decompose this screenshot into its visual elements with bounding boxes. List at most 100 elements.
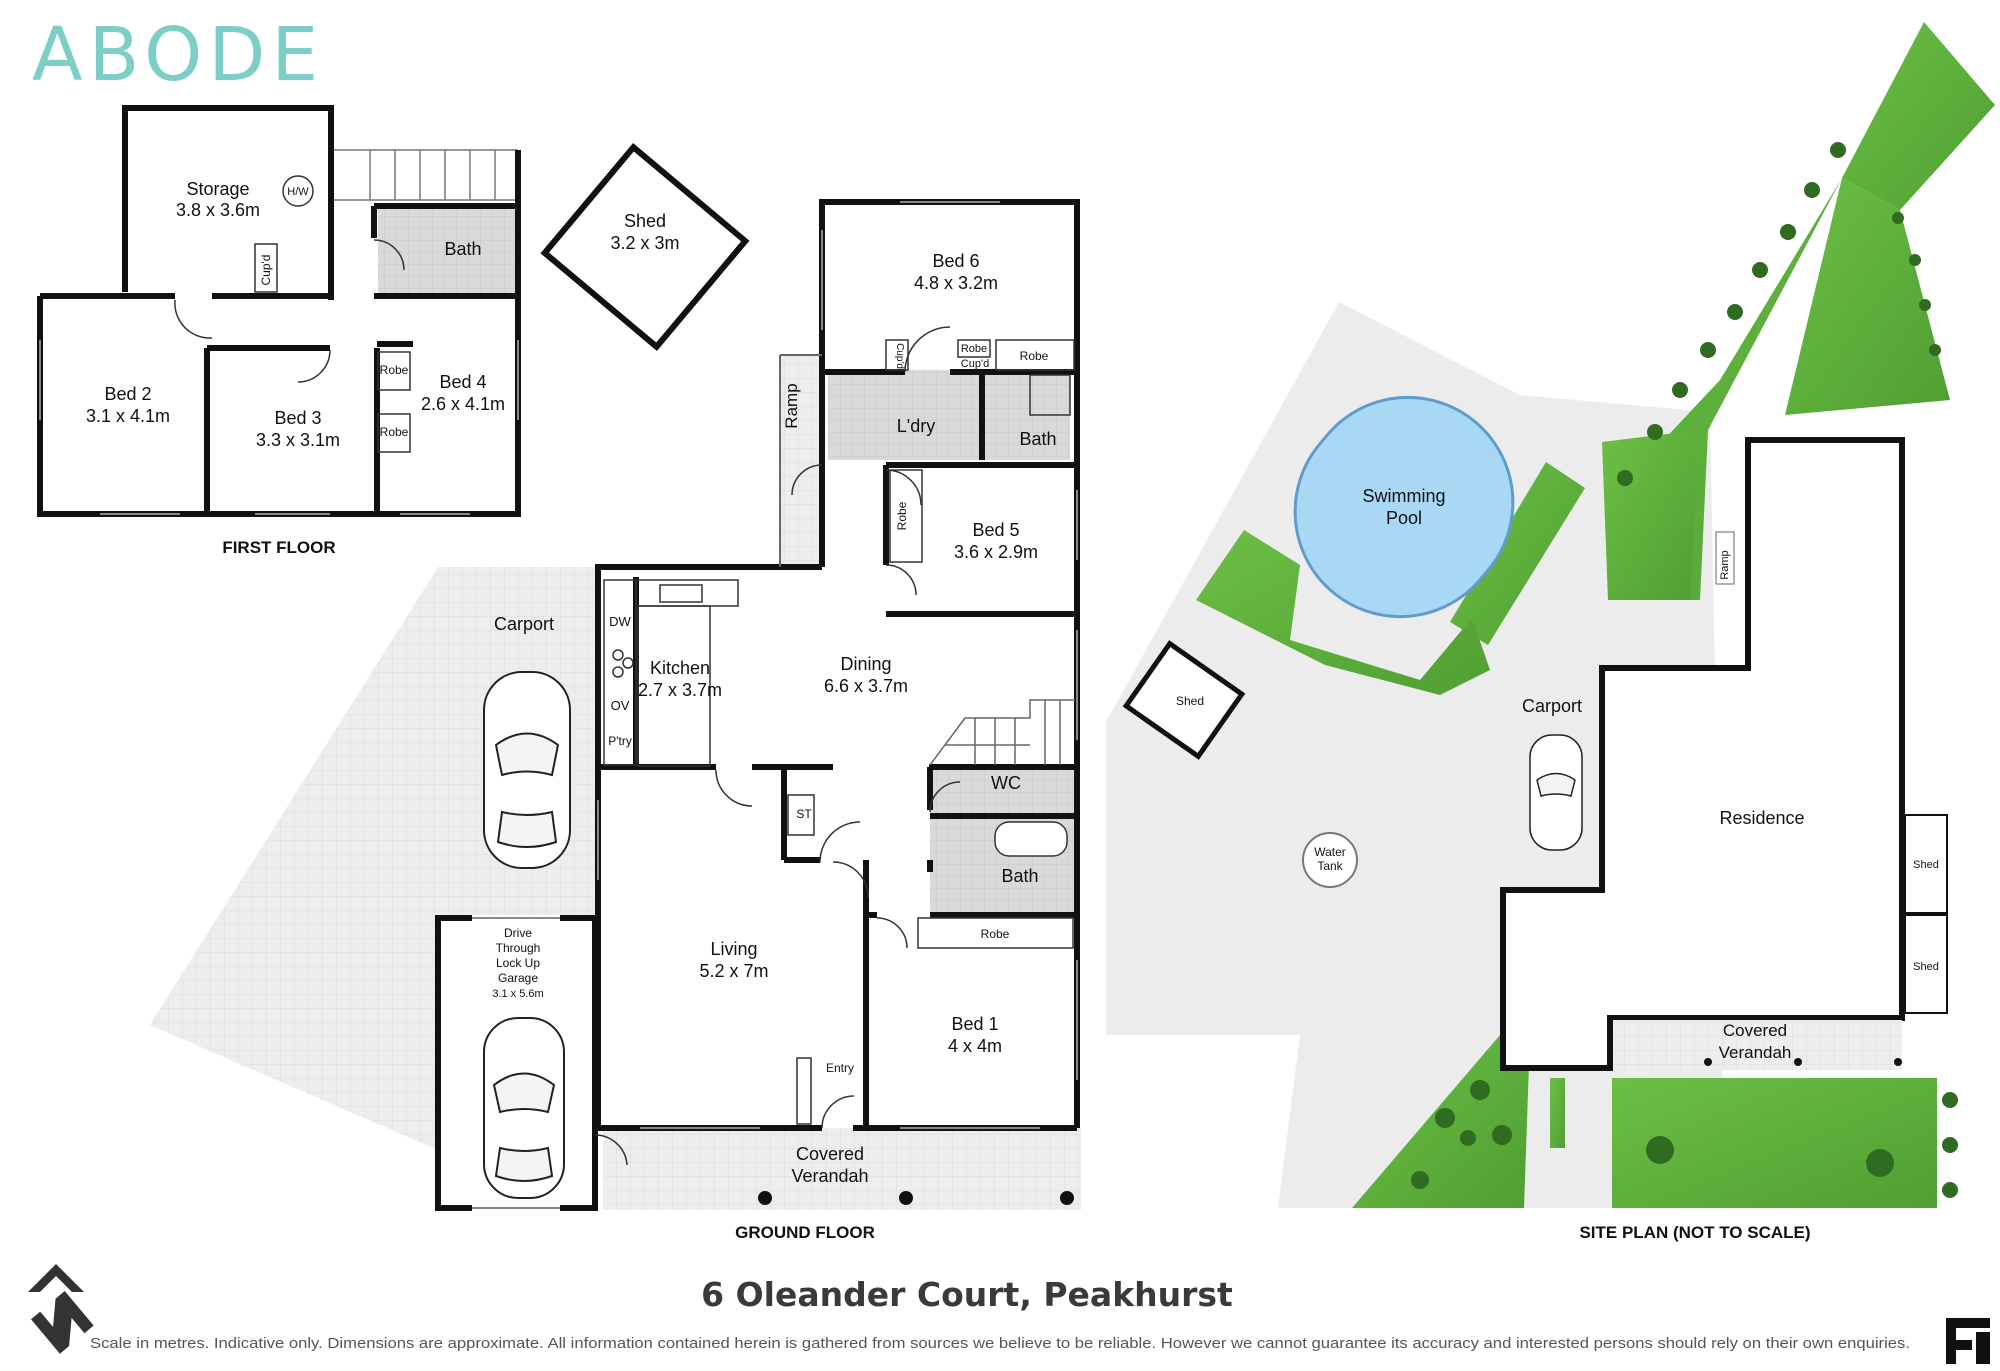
bed5-robe-label: Robe <box>895 501 909 530</box>
shed-building <box>540 142 750 352</box>
north-arrow-icon <box>28 1264 94 1354</box>
bed1-dimensions: 4 x 4m <box>948 1036 1002 1056</box>
bed6-robe-label: Robe <box>1020 349 1049 363</box>
storage-dimensions: 3.8 x 3.6m <box>176 200 260 220</box>
kitchen-benches <box>603 579 739 767</box>
ground-floor-windows <box>597 201 1078 1129</box>
car-garage-icon <box>483 1017 565 1199</box>
verandah-posts <box>758 1191 1074 1205</box>
first-floor-bath-label: Bath <box>444 239 481 259</box>
grass-pool-surround <box>1196 530 1490 695</box>
kitchen-dimensions: 2.7 x 3.7m <box>638 680 722 700</box>
site-plan-caption: SITE PLAN (NOT TO SCALE) <box>1579 1223 1810 1242</box>
bed5-dimensions: 3.6 x 2.9m <box>954 542 1038 562</box>
verandah-paving <box>603 1128 1081 1210</box>
site-shed-b <box>1904 914 1948 1014</box>
first-floor-cupboard-label: Cup'd <box>259 255 273 286</box>
first-floor-bath-floor <box>378 206 516 296</box>
bed6-name: Bed 6 <box>932 251 979 271</box>
grass-top <box>1842 22 1995 210</box>
bed6-fixtures <box>885 339 1075 416</box>
grass-side <box>1602 430 1700 600</box>
living-name: Living <box>710 939 757 959</box>
entry-label: Entry <box>826 1061 854 1075</box>
bed6-dimensions: 4.8 x 3.2m <box>914 273 998 293</box>
grass-right <box>1785 178 1950 415</box>
wc-label: WC <box>991 773 1021 793</box>
water-tank <box>1302 832 1358 888</box>
first-floor-walls <box>37 105 521 517</box>
first-floor-robe-b <box>377 413 411 453</box>
ground-floor-stair <box>929 699 1075 766</box>
car-carport-icon <box>483 671 571 869</box>
first-floor-doors <box>174 239 405 383</box>
site-verandah <box>1613 1020 1902 1070</box>
site-shed-label: Shed <box>1176 694 1204 708</box>
dining-name: Dining <box>840 654 891 674</box>
bed1-robe-label: Robe <box>981 927 1010 941</box>
site-verandah-label-1: Covered <box>1723 1021 1787 1040</box>
bed4-name: Bed 4 <box>439 372 486 392</box>
pool-label-1: Swimming <box>1362 486 1445 506</box>
bed5-name: Bed 5 <box>972 520 1019 540</box>
hot-water-icon <box>282 175 314 207</box>
site-plan: Swimming Pool Shed Water Tank Residence … <box>1106 22 1995 1242</box>
dining-dimensions: 6.6 x 3.7m <box>824 676 908 696</box>
property-title: 6 Oleander Court, Peakhurst <box>701 1275 1233 1314</box>
first-floor-plan: H/W Cup'd Storage 3.8 x 3.6m Bath Bed 2 … <box>37 105 521 557</box>
bed2-name: Bed 2 <box>104 384 151 404</box>
hot-water-label: H/W <box>287 186 309 198</box>
first-floor-robe-label-a: Robe <box>380 363 409 377</box>
site-shed-a <box>1904 814 1948 914</box>
pantry-label: P'try <box>608 734 632 748</box>
ground-floor-plan: Shed 3.2 x 3m <box>150 142 1081 1242</box>
living-dimensions: 5.2 x 7m <box>699 961 768 981</box>
garage-label-3: Lock Up <box>496 956 540 970</box>
ramp-rails <box>779 354 822 567</box>
site-ramp-label: Ramp <box>1719 550 1731 579</box>
bed1-name: Bed 1 <box>951 1014 998 1034</box>
bed3-dimensions: 3.3 x 3.1m <box>256 430 340 450</box>
grass-diagonal <box>1450 462 1585 645</box>
first-floor-windows <box>39 340 519 515</box>
first-floor-stair <box>331 149 518 201</box>
first-floor-robe-a <box>377 351 411 391</box>
site-trees <box>1411 142 1958 1198</box>
dishwasher-label: DW <box>609 614 631 629</box>
bath-6-label: Bath <box>1019 429 1056 449</box>
water-tank-label-2: Tank <box>1317 859 1343 873</box>
bathtub <box>994 821 1068 857</box>
ground-floor-doors <box>594 326 961 1166</box>
bed5-robe <box>889 469 923 563</box>
grass-path-strip <box>1550 1078 1565 1148</box>
water-tank-label-1: Water <box>1314 845 1346 859</box>
residence-outline <box>1500 437 1905 1071</box>
bed6-robe-small-label: Robe <box>961 343 987 355</box>
site-verandah-label-2: Verandah <box>1719 1043 1792 1062</box>
site-car-icon <box>1529 734 1583 851</box>
site-verandah-posts <box>1704 1058 1902 1066</box>
garage-dimensions: 3.1 x 5.6m <box>492 988 543 1000</box>
entry-cabinet <box>796 1057 812 1125</box>
garage-label-1: Drive <box>504 926 532 940</box>
garage-label-2: Through <box>496 941 541 955</box>
bed2-dimensions: 3.1 x 4.1m <box>86 406 170 426</box>
bed3-name: Bed 3 <box>274 408 321 428</box>
carport-label: Carport <box>494 614 554 634</box>
laundry-floor <box>828 370 983 460</box>
site-shed-b-label: Shed <box>1913 961 1939 973</box>
first-floor-robe-label-b: Robe <box>380 425 409 439</box>
disclaimer-text: Scale in metres. Indicative only. Dimens… <box>90 1335 1910 1352</box>
site-shed <box>1122 640 1246 760</box>
ramp-label: Ramp <box>782 383 801 428</box>
verandah-label-1: Covered <box>796 1144 864 1164</box>
ramp-paving <box>780 355 820 567</box>
bed1-robe <box>917 917 1074 949</box>
swimming-pool <box>1293 395 1515 619</box>
site-ramp-box <box>1715 531 1735 585</box>
ground-floor-caption: GROUND FLOOR <box>735 1223 875 1242</box>
floorplanner-logo-icon <box>1946 1318 1990 1364</box>
first-floor-caption: FIRST FLOOR <box>222 538 335 557</box>
verandah-label-2: Verandah <box>791 1166 868 1186</box>
